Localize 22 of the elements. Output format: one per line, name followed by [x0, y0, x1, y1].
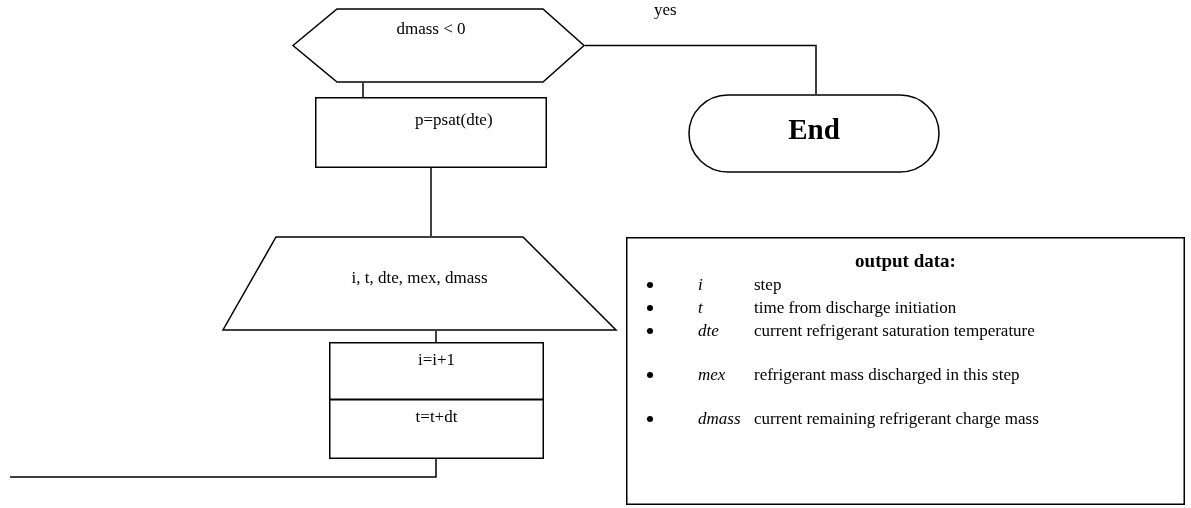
node-label: t=t+dt [415, 407, 458, 428]
connector-line [9, 458, 437, 478]
connector-line [584, 44, 817, 95]
node-label: dmass < 0 [396, 19, 466, 40]
variable-name: dte [698, 321, 719, 341]
variable-description: current remaining refrigerant charge mass [754, 409, 1040, 429]
node-label: i=i+1 [417, 350, 456, 371]
connector-line [362, 82, 364, 98]
connector-line [430, 167, 432, 237]
variable-name: i [698, 275, 703, 295]
variable-description: time from discharge initiation [754, 298, 958, 318]
variable-description: current refrigerant saturation temperature [754, 321, 1036, 341]
node-label: i, t, dte, mex, dmass [351, 268, 488, 289]
variable-description: step [754, 275, 783, 295]
variable-description: refrigerant mass discharged in this step [754, 365, 1021, 385]
variable-name: dmass [698, 409, 741, 429]
connector-line [435, 330, 437, 343]
variable-name: mex [698, 365, 726, 385]
legend-heading: output data: [855, 250, 956, 271]
variable-name: t [698, 298, 703, 318]
node-label: p=psat(dte) [415, 110, 493, 130]
node-label: End [788, 112, 840, 146]
